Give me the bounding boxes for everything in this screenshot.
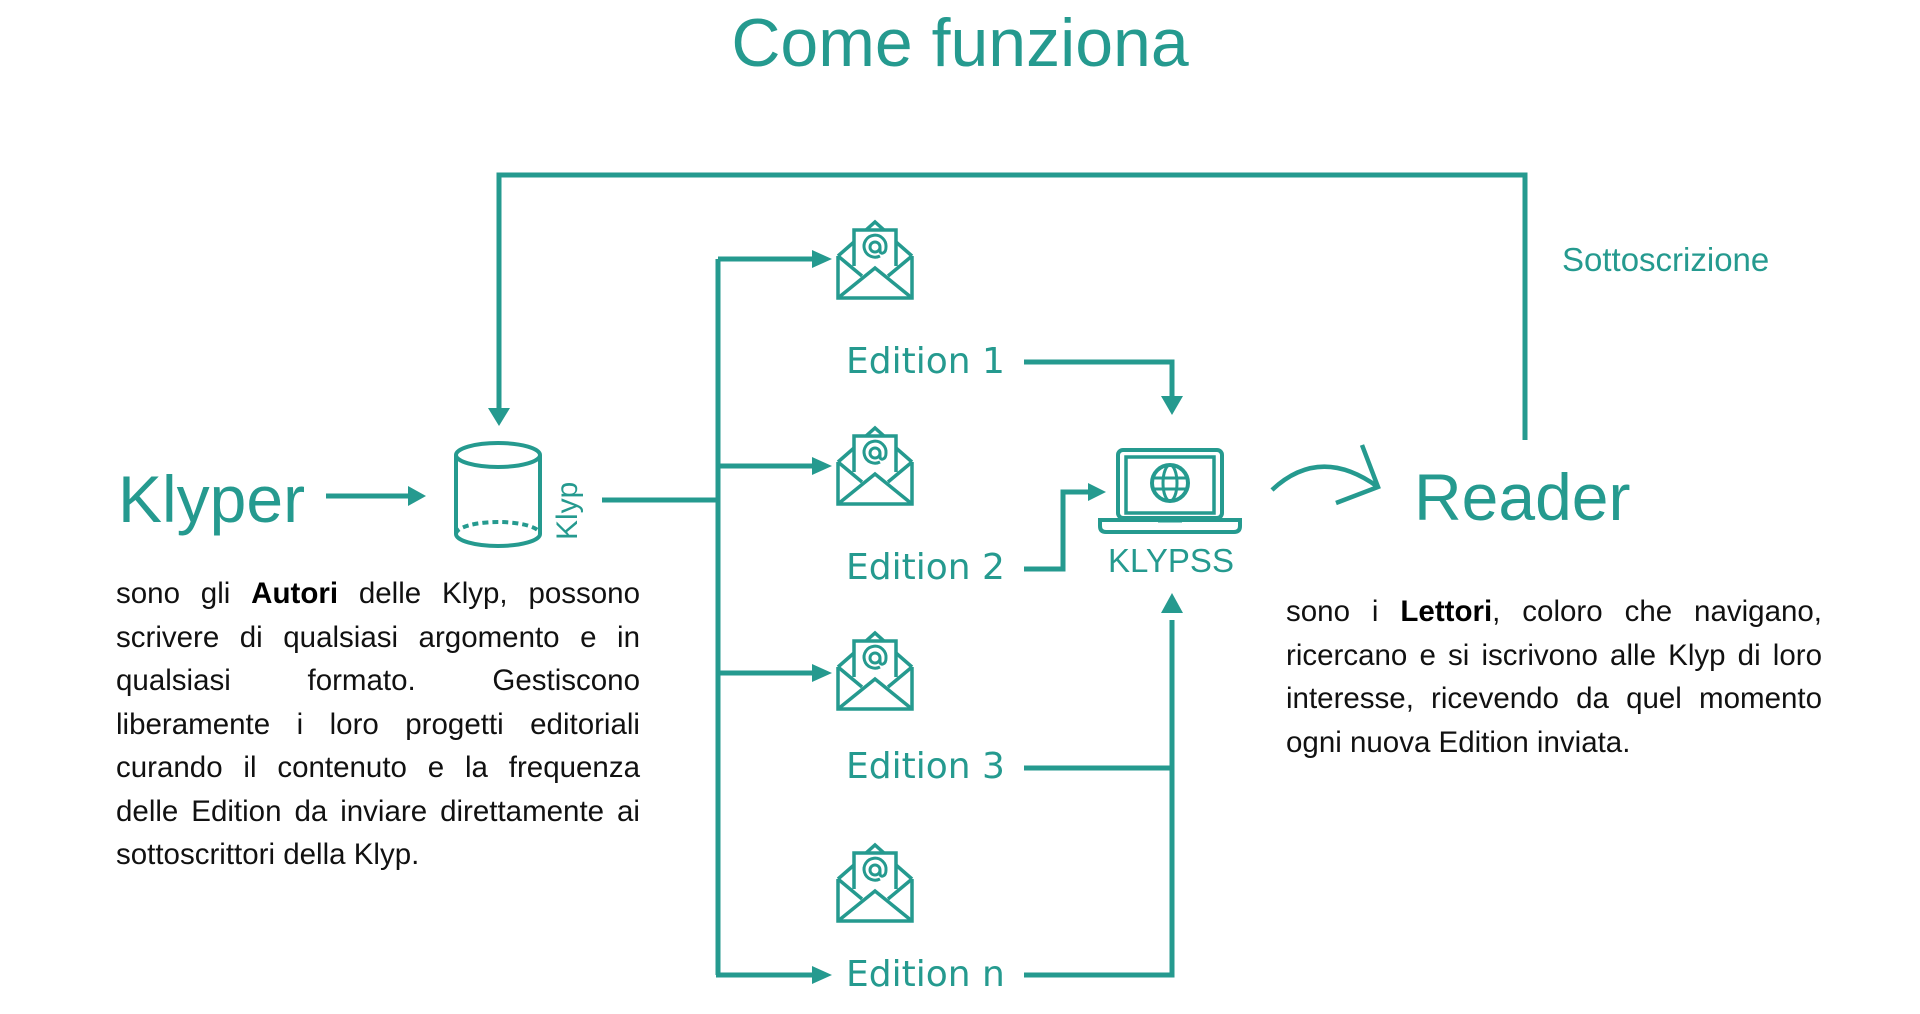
branch-arrowhead-n (812, 966, 832, 984)
edition1-to-platform-line (1024, 359, 1175, 398)
edition2-arrowhead (1088, 483, 1106, 501)
klyper-arrowhead (408, 486, 426, 506)
author-description: sono gli Autori delle Klyp, possono scri… (116, 572, 640, 877)
platform-to-reader-arrow (1270, 464, 1380, 492)
branch-arrowhead-1 (812, 250, 832, 268)
author-desc-prefix: sono gli (116, 577, 252, 610)
reader-description: sono i Lettori, coloro che navigano, ric… (1286, 590, 1822, 764)
email-envelope-icon (836, 631, 914, 711)
branch-arrowhead-2 (812, 457, 832, 475)
email-envelope-icon (836, 220, 914, 300)
platform-up-arrowhead (1161, 593, 1183, 613)
author-desc-bold: Autori (251, 577, 339, 610)
subscription-loop-line (496, 172, 1528, 440)
platform-label: KLYPSS (1108, 542, 1234, 579)
edition2-to-platform-line (1024, 489, 1090, 572)
email-envelope-icon (836, 843, 914, 923)
edition-label-n: Edition n (846, 954, 1005, 995)
subscription-arrowhead (488, 408, 510, 426)
edition-label-3: Edition 3 (846, 746, 1005, 787)
email-envelope-icon (836, 426, 914, 506)
edition-label-1: Edition 1 (846, 341, 1005, 382)
edition1-arrowhead (1161, 396, 1183, 415)
laptop-globe-icon (1098, 448, 1242, 534)
branch-arrowhead-3 (812, 664, 832, 682)
reader-desc-prefix: sono i (1286, 595, 1401, 628)
edition-label-2: Edition 2 (846, 547, 1005, 588)
database-cylinder-icon (454, 441, 542, 548)
author-desc-suffix: delle Klyp, possono scrivere di qualsias… (116, 577, 640, 871)
reader-desc-suffix: , coloro che navigano, ricercano e si is… (1286, 595, 1822, 759)
author-label: Klyper (118, 462, 306, 536)
reader-desc-bold: Lettori (1400, 595, 1493, 628)
page-title: Come funziona (731, 5, 1189, 81)
reader-label: Reader (1414, 460, 1631, 534)
editionn-to-platform-line (1024, 620, 1175, 978)
subscription-label: Sottoscrizione (1562, 241, 1770, 278)
repository-label: Klyp (551, 481, 584, 540)
